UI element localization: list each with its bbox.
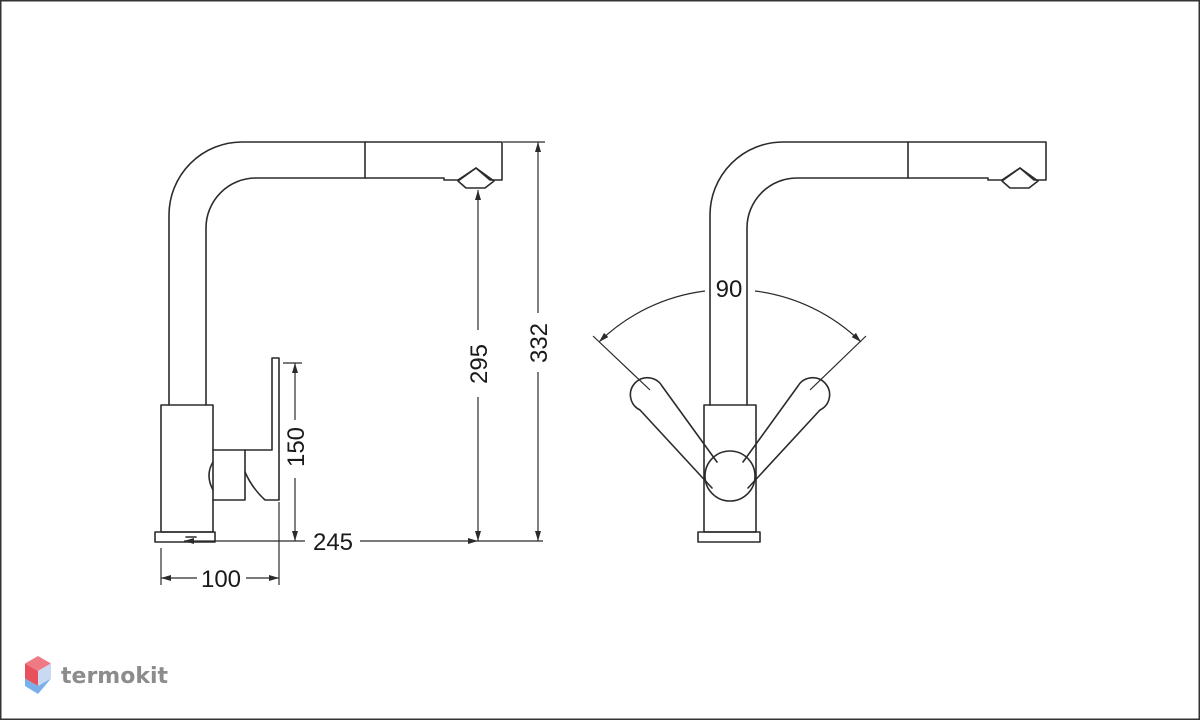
dim-245-label: 245 <box>313 529 353 556</box>
angle-label: 90 <box>716 276 743 303</box>
dim-332-label: 332 <box>526 323 553 363</box>
side-lever-curve <box>208 461 214 491</box>
side-spout <box>168 141 503 406</box>
dim-295-label: 295 <box>466 344 493 384</box>
side-aerator <box>457 167 495 189</box>
brand-name: termokit <box>61 664 168 689</box>
side-body <box>160 404 214 533</box>
front-lever-right <box>742 376 831 489</box>
termokit-logo-icon <box>25 656 51 694</box>
front-base <box>697 531 761 543</box>
side-lever-connector <box>212 449 246 501</box>
angle-ext-right <box>809 335 867 391</box>
side-dimensions: 100 245 150 295 332 <box>160 141 553 593</box>
front-spout <box>709 141 1047 406</box>
angle-arc-left <box>598 290 706 343</box>
angle-dimension: 90 <box>592 276 867 391</box>
angle-ext-left <box>592 335 651 391</box>
side-lever <box>244 357 280 501</box>
front-lever-hub <box>704 450 756 502</box>
front-view <box>629 141 1047 543</box>
brand-watermark: termokit <box>25 656 168 694</box>
side-view <box>154 141 503 543</box>
dim-100-label: 100 <box>201 566 241 593</box>
angle-arc-right <box>754 290 862 343</box>
dim-150-label: 150 <box>283 427 310 467</box>
front-body <box>703 404 757 533</box>
front-lever-left <box>629 376 718 489</box>
front-aerator <box>1001 167 1039 189</box>
